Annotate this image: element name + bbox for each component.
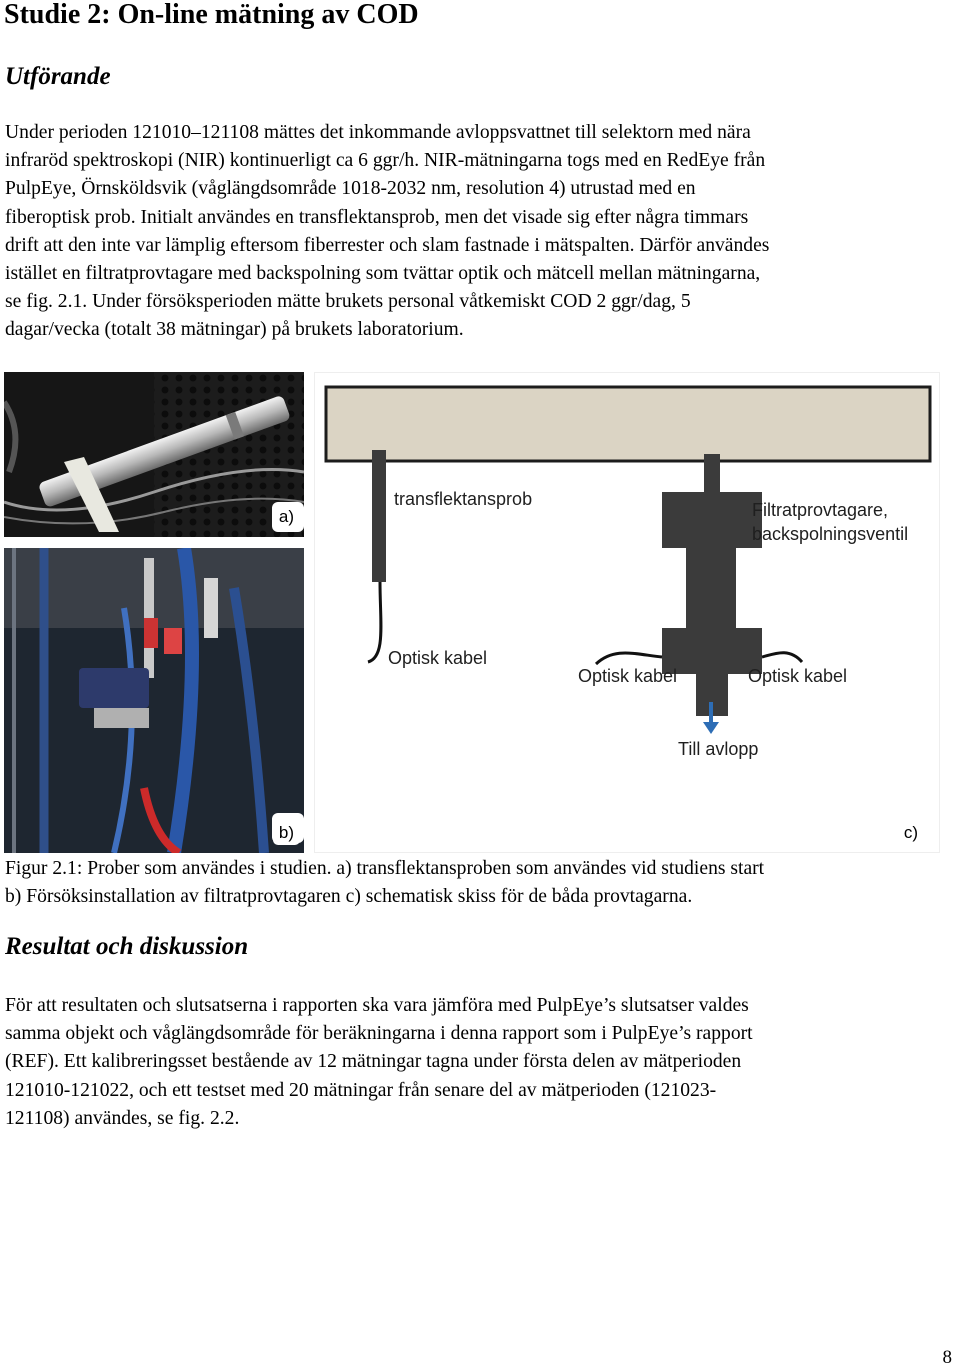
- caption-line: b) Försöksinstallation av filtratprovtag…: [5, 886, 693, 907]
- text-line: fiberoptisk prob. Initialt användes en t…: [5, 206, 749, 228]
- figure-label-b: b): [272, 821, 300, 845]
- label-filtratprovtagare-line1: Filtratprovtagare,: [752, 500, 888, 520]
- caption-line: Figur 2.1: Prober som användes i studien…: [5, 858, 765, 879]
- figure-caption: Figur 2.1: Prober som användes i studien…: [5, 855, 960, 911]
- label-optisk-kabel-3: Optisk kabel: [748, 666, 847, 686]
- schematic-c: transflektansprob Filtratprovtagare, bac…: [314, 372, 940, 853]
- text-line: se fig. 2.1. Under försöksperioden mätte…: [5, 291, 691, 313]
- paragraph-resultat: För att resultaten och slutsatserna i ra…: [5, 992, 957, 1133]
- label-optisk-kabel-2: Optisk kabel: [578, 666, 677, 686]
- page-title: Studie 2: On-line mätning av COD: [4, 0, 419, 30]
- transflektansprob-shape: [372, 450, 386, 582]
- label-till-avlopp: Till avlopp: [678, 739, 758, 759]
- photo-a: a): [4, 372, 304, 537]
- label-transflektansprob: transflektansprob: [394, 489, 532, 509]
- photo-b: b): [4, 548, 304, 853]
- text-line: dagar/vecka (totalt 38 mätningar) på bru…: [5, 319, 464, 341]
- section-heading-utforande: Utförande: [5, 63, 111, 90]
- page-number: 8: [942, 1347, 953, 1368]
- text-line: 121108) användes, se fig. 2.2.: [5, 1107, 240, 1129]
- figure-label-c: c): [897, 821, 924, 845]
- text-line: drift att den inte var lämplig eftersom …: [5, 234, 770, 256]
- label-optisk-kabel-1: Optisk kabel: [388, 648, 487, 668]
- figure-label-a: a): [272, 505, 300, 529]
- text-line: 121010-121022, och ett testset med 20 mä…: [5, 1079, 717, 1101]
- text-line: För att resultaten och slutsatserna i ra…: [5, 995, 749, 1016]
- label-filtratprovtagare-line2: backspolningsventil: [752, 524, 908, 544]
- text-line: Under perioden 121010–121108 mättes det …: [5, 122, 751, 143]
- text-line: samma objekt och våglängdsområde för ber…: [5, 1023, 753, 1045]
- section-heading-resultat: Resultat och diskussion: [5, 933, 249, 960]
- text-line: (REF). Ett kalibreringsset bestående av …: [5, 1051, 742, 1073]
- text-line: istället en filtratprovtagare med backsp…: [5, 263, 761, 285]
- paragraph-utforande: Under perioden 121010–121108 mättes det …: [5, 119, 957, 345]
- text-line: infraröd spektroskopi (NIR) kontinuerlig…: [5, 150, 766, 172]
- text-line: PulpEye, Örnsköldsvik (våglängdsområde 1…: [5, 178, 696, 200]
